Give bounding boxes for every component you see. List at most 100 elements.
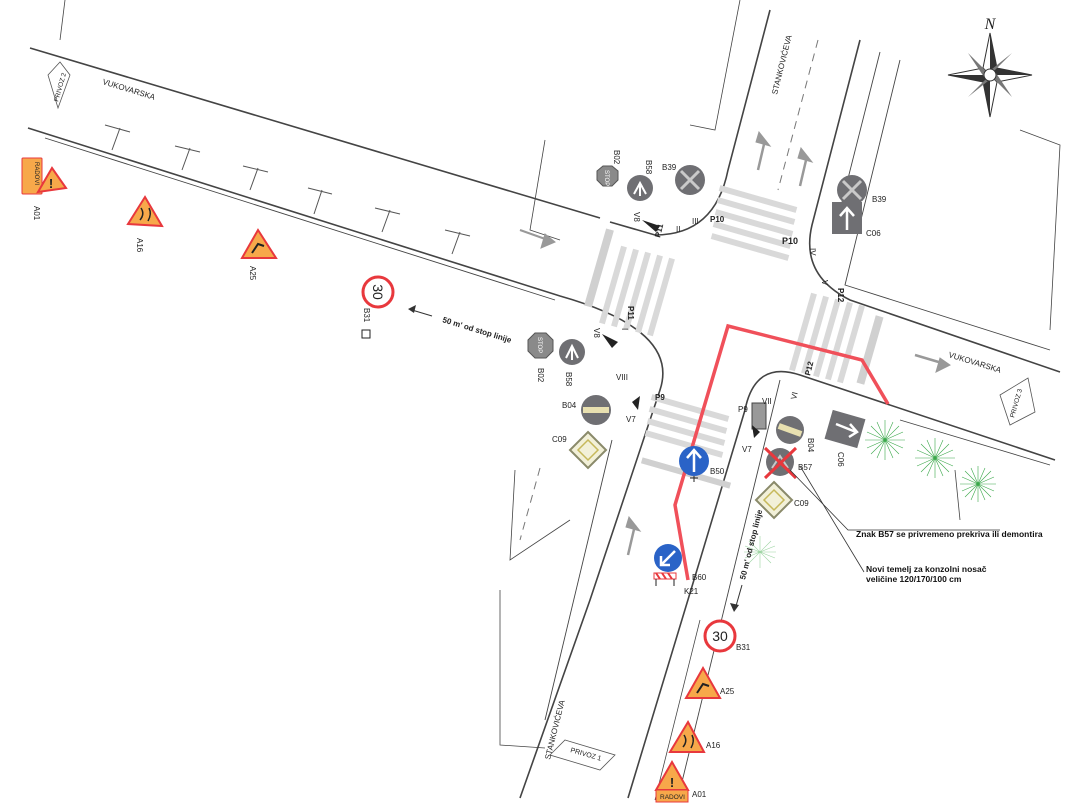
svg-text:VII: VII xyxy=(762,397,772,406)
signal-p9-e: P9 VII V7 xyxy=(738,397,772,454)
lane-markings xyxy=(519,39,819,541)
sign-b04-se: B04 xyxy=(776,416,815,453)
svg-text:P12: P12 xyxy=(836,288,845,303)
crosswalk-north xyxy=(710,185,798,261)
svg-text:P9: P9 xyxy=(655,393,665,402)
svg-text:V8: V8 xyxy=(592,328,601,338)
svg-text:A16: A16 xyxy=(135,238,144,253)
sign-b02-nw: STOP B02 xyxy=(596,150,621,187)
street-vukovarska-west: VUKOVARSKA xyxy=(101,77,156,102)
svg-text:A01: A01 xyxy=(692,790,707,799)
svg-text:B02: B02 xyxy=(612,150,621,165)
approach-marker-2: PRIVOZ 2 xyxy=(47,61,71,110)
svg-text:K21: K21 xyxy=(684,587,699,596)
sign-c06-ne: C06 xyxy=(832,202,881,238)
sign-b31-west: 30 B31 xyxy=(361,275,395,339)
svg-text:IV: IV xyxy=(808,248,817,256)
svg-text:B39: B39 xyxy=(662,163,677,172)
signal-p9-w: VIII V7 P9 xyxy=(616,373,665,424)
street-stankoviceva-north: STANKOVIĆEVA xyxy=(770,33,794,95)
sign-a25-west: A25 xyxy=(240,228,278,281)
sign-b04-w: B04 xyxy=(562,395,611,425)
svg-text:III: III xyxy=(692,217,699,226)
barrier-k21: K21 xyxy=(653,572,699,596)
road-edges xyxy=(27,0,1061,801)
sign-a01-west: ! A01 xyxy=(32,166,68,221)
svg-text:V7: V7 xyxy=(742,445,752,454)
approach-marker-3: PRIVOZ 3 xyxy=(999,377,1036,426)
signal-p10-label: P10 xyxy=(782,236,798,246)
svg-text:Znak B57 se privremeno prekriv: Znak B57 se privremeno prekriva ili demo… xyxy=(856,529,1043,539)
svg-text:P12: P12 xyxy=(803,360,815,377)
sign-a01-south: ! RADOVI A01 xyxy=(654,759,707,803)
detour-route xyxy=(673,323,890,581)
svg-text:B31: B31 xyxy=(362,308,371,323)
sign-b50: B50 xyxy=(679,446,725,482)
svg-text:B57: B57 xyxy=(798,463,813,472)
svg-text:50 m' od stop linije: 50 m' od stop linije xyxy=(738,508,764,580)
svg-text:C09: C09 xyxy=(552,435,567,444)
svg-text:B58: B58 xyxy=(564,372,573,387)
svg-text:STOP: STOP xyxy=(603,170,609,186)
distance-south: 50 m' od stop linije xyxy=(730,508,764,612)
svg-text:C09: C09 xyxy=(794,499,809,508)
svg-text:A25: A25 xyxy=(720,687,735,696)
svg-text:A16: A16 xyxy=(706,741,721,750)
svg-text:B50: B50 xyxy=(710,467,725,476)
sign-a16-west: A16 xyxy=(126,195,164,253)
svg-text:V: V xyxy=(820,280,829,286)
lane-arrows xyxy=(519,130,951,556)
street-vukovarska-east: VUKOVARSKA xyxy=(947,350,1002,375)
svg-text:I: I xyxy=(620,328,629,330)
svg-text:B39: B39 xyxy=(872,195,887,204)
radovi-plate-west: RADOVI xyxy=(21,157,43,195)
svg-text:II: II xyxy=(676,225,680,234)
svg-text:P11: P11 xyxy=(626,306,635,320)
svg-text:C06: C06 xyxy=(836,452,845,467)
svg-text:V8: V8 xyxy=(632,212,641,222)
svg-text:P11: P11 xyxy=(653,222,665,238)
svg-text:B02: B02 xyxy=(536,368,545,383)
sign-a16-south: A16 xyxy=(668,719,721,753)
approach-marker-1: PRIVOZ 1 xyxy=(549,739,616,771)
sign-b39-nw: B39 xyxy=(662,163,705,195)
svg-text:!: ! xyxy=(49,176,53,191)
svg-text:B58: B58 xyxy=(644,160,653,175)
svg-text:Novi temelj za konzolni nosač: Novi temelj za konzolni nosač xyxy=(866,564,987,574)
sign-c09-se: C09 xyxy=(754,480,809,520)
svg-text:A25: A25 xyxy=(248,266,257,281)
note-foundation: Novi temelj za konzolni nosač veličine 1… xyxy=(799,465,987,584)
crosswalk-west xyxy=(599,245,675,337)
sign-b57-covered: B57 xyxy=(763,446,813,480)
svg-text:veličine 120/170/100 cm: veličine 120/170/100 cm xyxy=(866,574,962,584)
compass-rose: N xyxy=(947,16,1033,118)
sign-c06-se: C06 xyxy=(824,409,866,467)
sign-a25-south: A25 xyxy=(684,665,735,699)
radovi-plate-south: RADOVI xyxy=(660,794,685,801)
svg-text:50 m' od stop linije: 50 m' od stop linije xyxy=(441,315,513,345)
svg-text:30: 30 xyxy=(370,284,386,300)
sign-c09-w: C09 xyxy=(552,430,608,470)
sign-b60: B60 xyxy=(654,544,707,582)
sign-b39-ne: B39 xyxy=(837,175,887,205)
sign-b02-w: STOP B02 xyxy=(527,332,554,383)
distance-west: 50 m' od stop linije xyxy=(408,305,513,345)
vegetation xyxy=(744,420,996,568)
svg-text:B60: B60 xyxy=(692,573,707,582)
svg-text:!: ! xyxy=(670,775,674,790)
svg-text:VIII: VIII xyxy=(616,373,628,382)
signal-p12-se: P12 VI xyxy=(789,360,815,401)
svg-text:B31: B31 xyxy=(736,643,751,652)
note-b57: Znak B57 se privremeno prekriva ili demo… xyxy=(789,469,1043,539)
sign-b58-nw: B58 xyxy=(627,160,653,201)
svg-text:B04: B04 xyxy=(562,401,577,410)
svg-text:VI: VI xyxy=(789,391,800,401)
sign-b31-south: 30 B31 xyxy=(703,619,751,653)
sign-b58-w: B58 xyxy=(559,339,585,387)
svg-text:B04: B04 xyxy=(806,438,815,453)
svg-text:V7: V7 xyxy=(626,415,636,424)
signal-p11-nw: V8 P11 II III P10 xyxy=(632,212,725,238)
svg-text:30: 30 xyxy=(712,628,728,644)
stop-lines xyxy=(584,228,884,385)
